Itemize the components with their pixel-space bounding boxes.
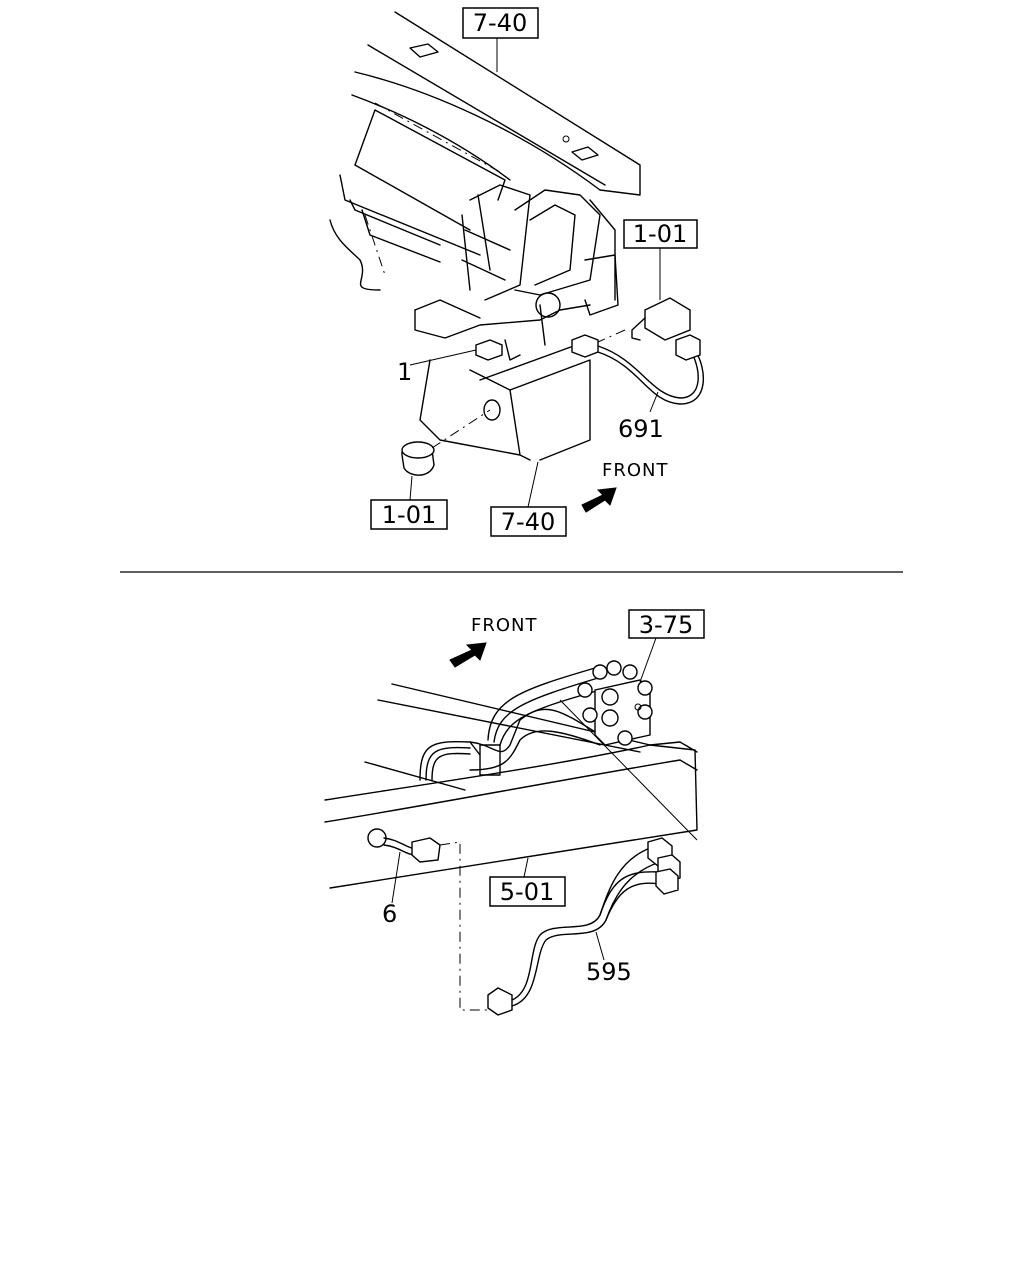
bottom-figure: 3-75 5-01 6 595 FRONT <box>324 609 705 1016</box>
ref-label: 1-01 <box>633 220 687 248</box>
part-number-6: 6 <box>382 900 397 928</box>
leader-3-75 <box>639 637 657 683</box>
front-label: FRONT <box>471 615 538 636</box>
leader-7-40-bottom <box>527 461 539 508</box>
top-figure: 7-40 1-01 1-01 7-40 1 691 FRONT <box>329 7 705 537</box>
leader-part-6 <box>391 851 401 904</box>
frame-and-harness <box>324 660 698 1016</box>
leader-part-1 <box>409 349 477 366</box>
leader-part-595 <box>595 931 605 961</box>
ref-box-7-40-top: 7-40 <box>462 7 539 39</box>
front-label: FRONT <box>602 460 669 481</box>
ref-box-1-01-right: 1-01 <box>623 219 698 249</box>
leader-1-01-left <box>409 475 413 501</box>
ref-label: 3-75 <box>639 611 693 639</box>
front-arrow-icon <box>581 487 617 513</box>
ref-box-5-01: 5-01 <box>489 876 566 907</box>
part-number-691: 691 <box>618 415 664 443</box>
ref-box-1-01-left: 1-01 <box>370 499 448 530</box>
ref-label: 7-40 <box>501 508 555 536</box>
leader-part-691 <box>649 391 659 413</box>
leader-5-01 <box>523 857 529 878</box>
ref-label: 7-40 <box>473 9 527 37</box>
ref-label: 1-01 <box>382 501 436 529</box>
part-number-595: 595 <box>586 958 632 986</box>
front-arrow-icon <box>449 642 487 668</box>
dashboard-panel <box>329 11 705 476</box>
ref-box-7-40-bottom: 7-40 <box>490 506 567 537</box>
part-number-1: 1 <box>397 358 412 386</box>
ref-box-3-75: 3-75 <box>628 609 705 639</box>
ref-label: 5-01 <box>500 878 554 906</box>
